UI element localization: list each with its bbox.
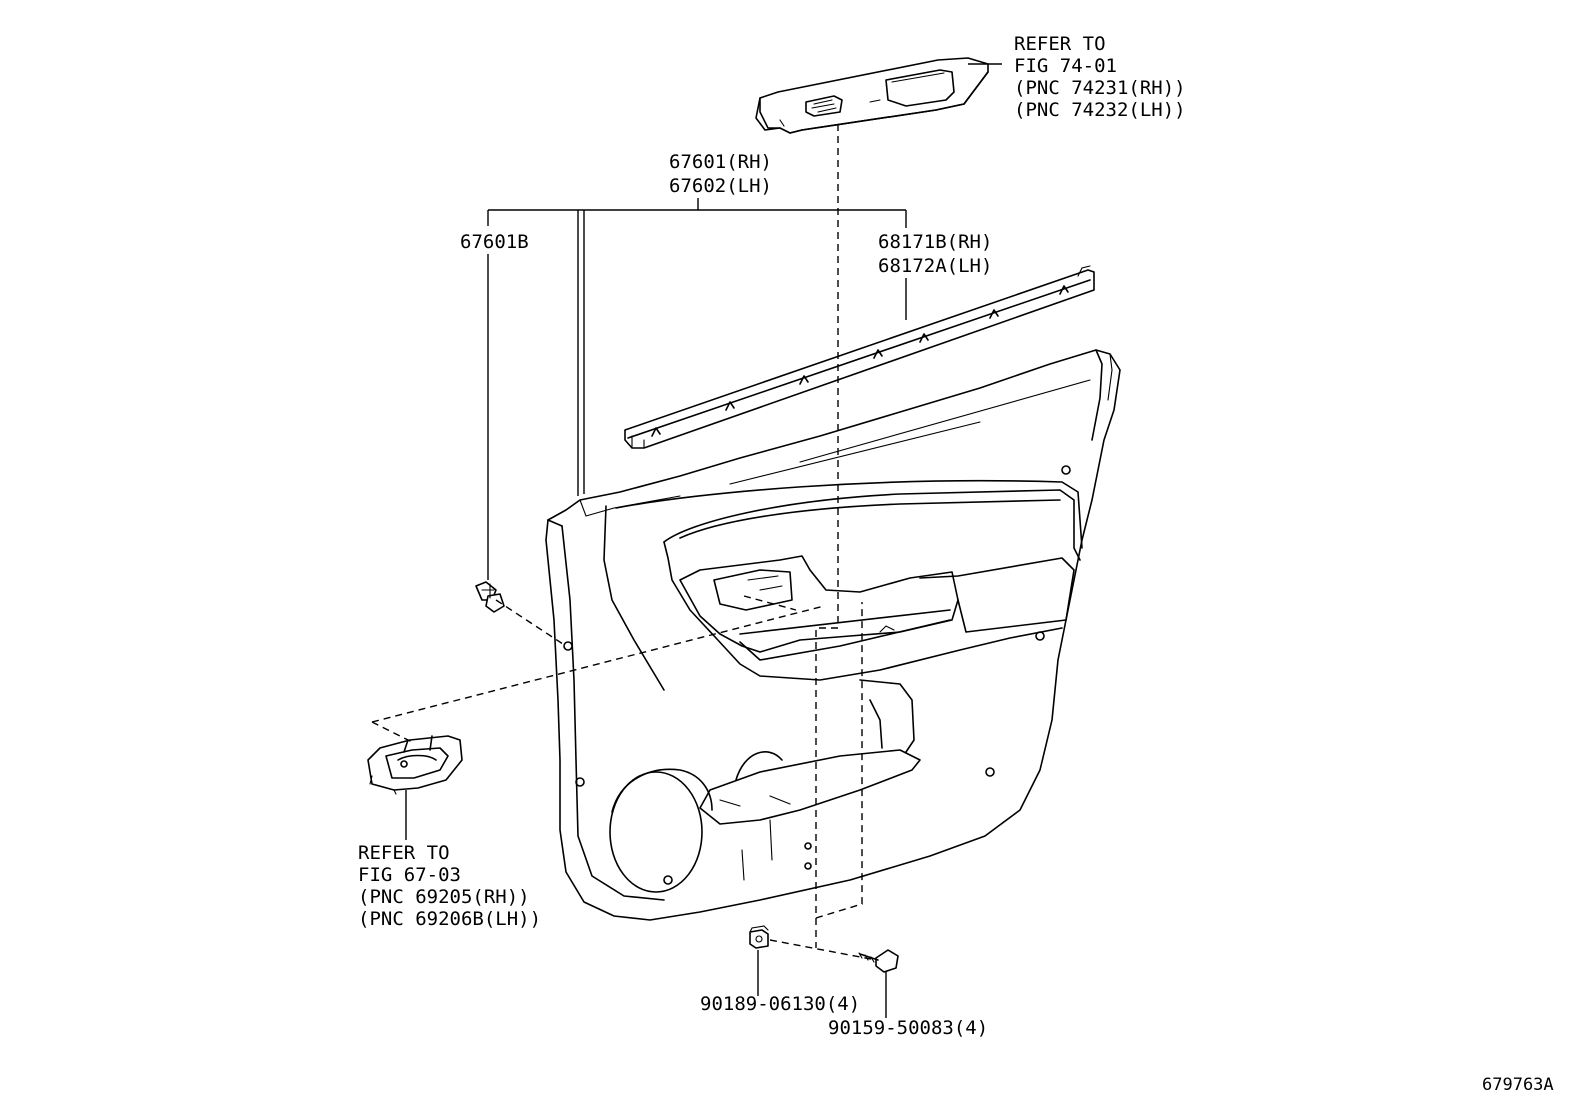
door-trim-panel-part xyxy=(545,349,1121,921)
panel-clip-part xyxy=(475,581,505,613)
callout-switch-base-line-2: FIG 74-01 xyxy=(1014,55,1117,77)
nut-part xyxy=(749,925,769,949)
callout-weatherstrip: 68171B(RH) 68172A(LH) xyxy=(878,231,992,277)
callout-switch-base-line-1: REFER TO xyxy=(1014,33,1106,55)
callout-panel-assy-lh: 67602(LH) xyxy=(669,175,772,197)
callout-panel-assy: 67601(RH) 67602(LH) xyxy=(669,151,772,197)
callout-inside-handle-line-1: REFER TO xyxy=(358,842,450,864)
callout-switch-base-line-3: (PNC 74231(RH)) xyxy=(1014,77,1186,99)
callout-screw: 90159-50083(4) xyxy=(828,1017,988,1039)
callout-switch-base-line-4: (PNC 74232(LH)) xyxy=(1014,99,1186,121)
callout-inside-handle-line-3: (PNC 69205(RH)) xyxy=(358,886,530,908)
callout-weatherstrip-rh: 68171B(RH) xyxy=(878,231,992,253)
screw-part xyxy=(858,949,899,973)
callout-inside-handle-line-4: (PNC 69206B(LH)) xyxy=(358,908,541,930)
leader-lines xyxy=(405,63,1002,1018)
figure-id: 679763A xyxy=(1482,1075,1554,1095)
callout-panel-assy-rh: 67601(RH) xyxy=(669,151,772,173)
assembly-dashed-lines xyxy=(371,124,877,961)
callout-inside-handle: REFER TO FIG 67-03 (PNC 69205(RH)) (PNC … xyxy=(358,842,541,930)
callout-weatherstrip-lh: 68172A(LH) xyxy=(878,255,992,277)
callout-switch-base: REFER TO FIG 74-01 (PNC 74231(RH)) (PNC … xyxy=(1014,33,1186,121)
weatherstrip-part xyxy=(624,265,1095,449)
inside-handle-part xyxy=(367,735,463,795)
callout-inside-handle-line-2: FIG 67-03 xyxy=(358,864,461,886)
callout-nut: 90189-06130(4) xyxy=(700,993,860,1015)
window-switch-base-part xyxy=(755,57,989,134)
callout-panel-sub: 67601B xyxy=(460,231,529,253)
